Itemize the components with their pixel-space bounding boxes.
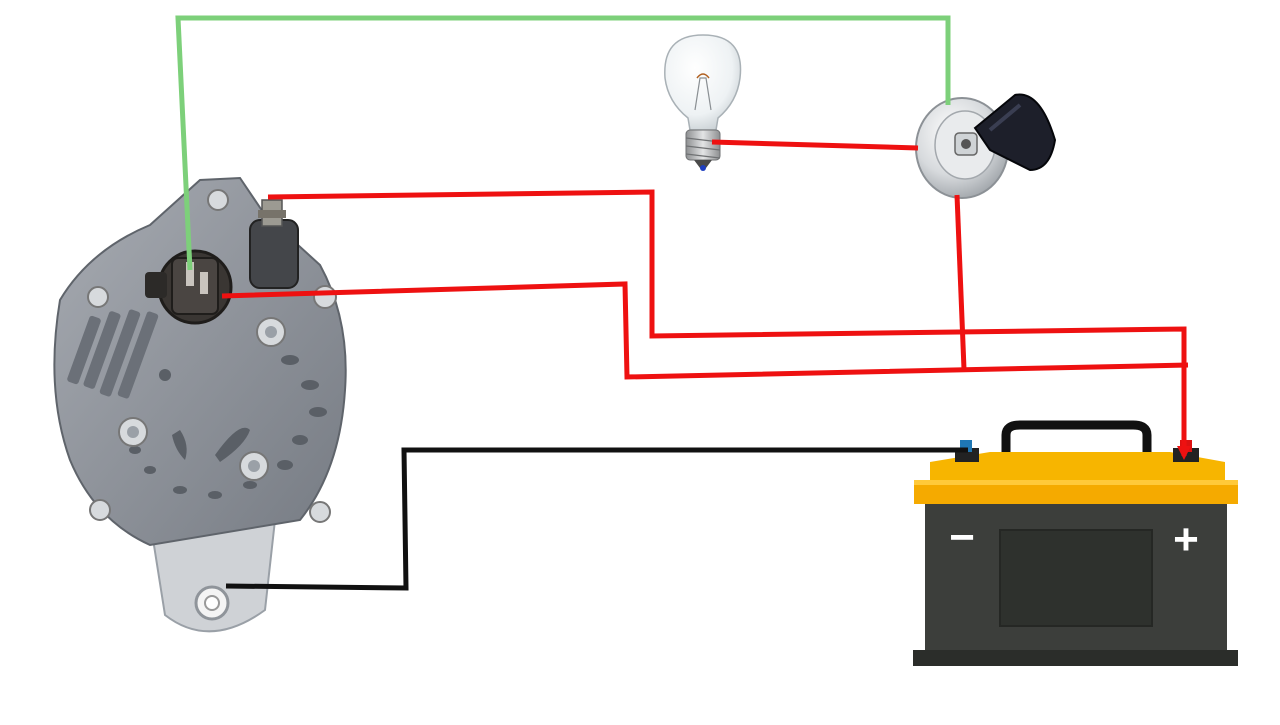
ignition-key-switch-icon [915,93,1057,199]
battery: − + [913,420,1238,666]
ignition-switch [915,93,1057,199]
car-battery-icon: − + [913,420,1238,666]
wire-red-output-to-battery [267,189,1187,456]
battery-negative-symbol: − [949,513,975,562]
wire-green-ignition-to-alternator [175,15,951,271]
wire-red-lamp-to-switch [711,139,919,151]
wires [175,15,1189,591]
alternator-output-terminal [249,199,299,289]
wire-red-plug-to-junction [221,281,1189,380]
wire-red-switch-to-junction [954,194,967,370]
alternator-plug-connector [145,249,233,325]
alternator [53,176,347,633]
warning-lamp [664,34,742,171]
wire-black-ground [225,447,968,591]
positive-wire-arrow [1177,446,1191,460]
light-bulb-icon [664,34,742,171]
alternator-icon [53,176,347,633]
battery-positive-symbol: + [1173,515,1199,564]
